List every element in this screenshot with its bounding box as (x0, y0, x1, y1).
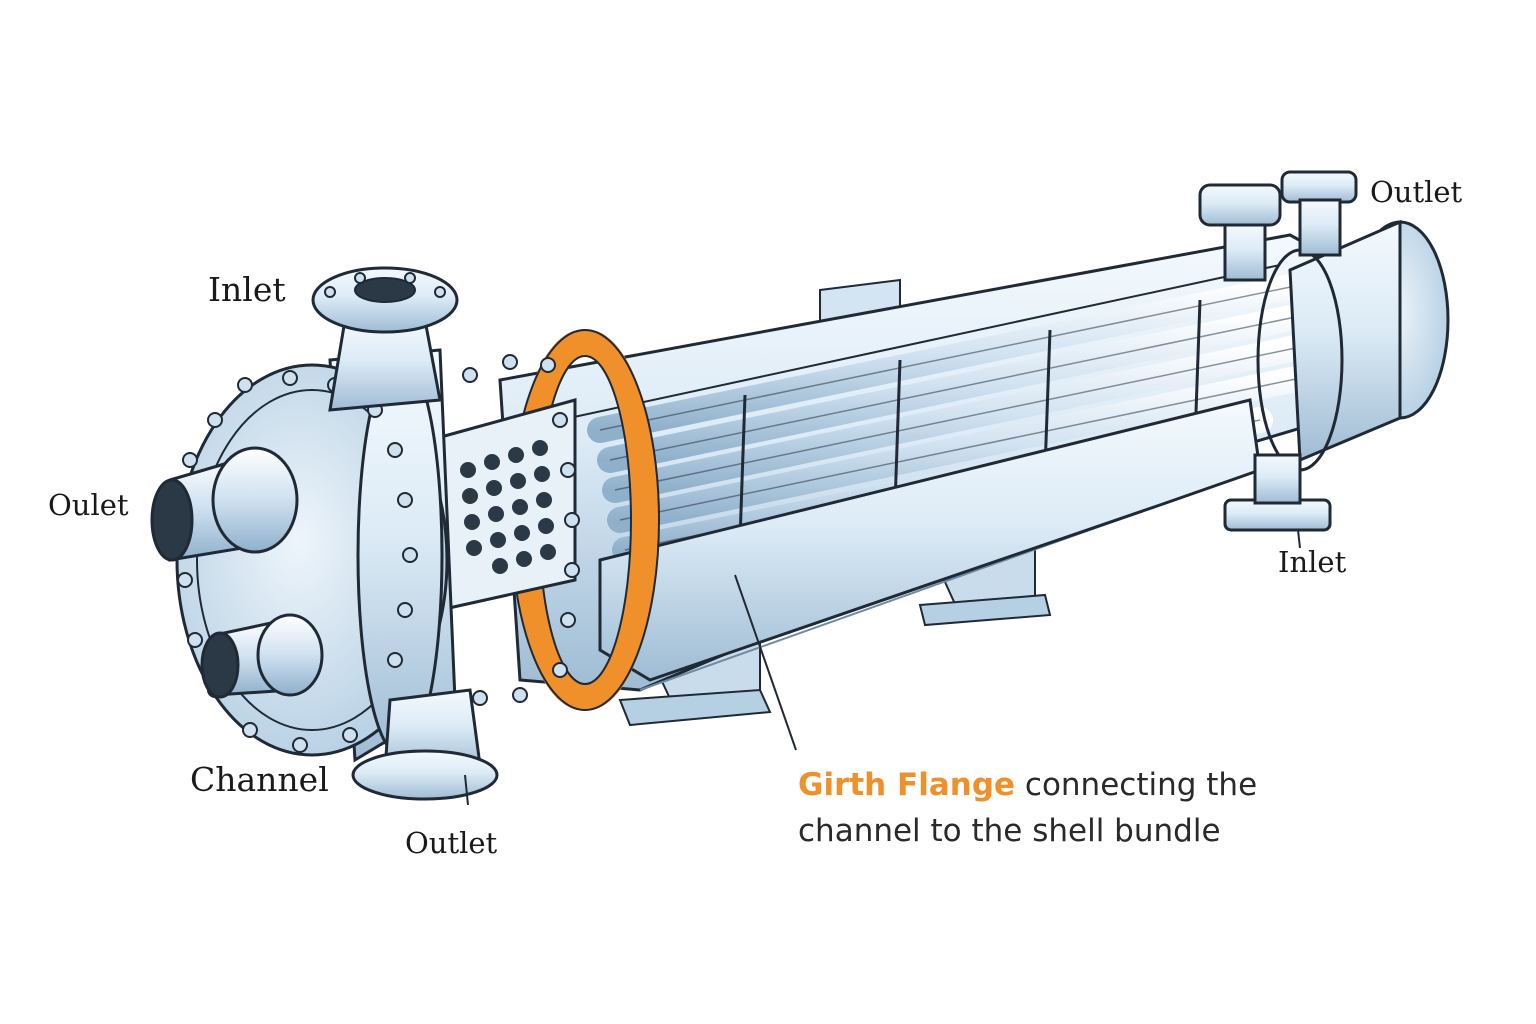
label-outlet-top-right: Outlet (1370, 175, 1463, 209)
inlet-nozzle-top-left (311, 266, 459, 412)
label-channel: Channel (190, 760, 329, 799)
channel-nozzles-left (150, 446, 324, 699)
callout-highlight: Girth Flange (798, 767, 1016, 803)
tubesheet-cutaway (428, 398, 577, 612)
label-outlet-bottom: Outlet (405, 826, 498, 860)
label-inlet-right: Inlet (1278, 545, 1347, 579)
shell-lower-half (598, 398, 1262, 682)
leader-lines (464, 529, 1301, 806)
label-oulet-left: Oulet (48, 488, 129, 522)
outlet-nozzle-bottom (351, 688, 499, 801)
girth-flange-callout: Girth Flange connecting the channel to t… (798, 762, 1318, 854)
rear-head-assembly (1198, 170, 1450, 532)
callout-text: connecting the channel to the shell bund… (798, 767, 1258, 849)
label-inlet-top-left: Inlet (208, 270, 286, 309)
